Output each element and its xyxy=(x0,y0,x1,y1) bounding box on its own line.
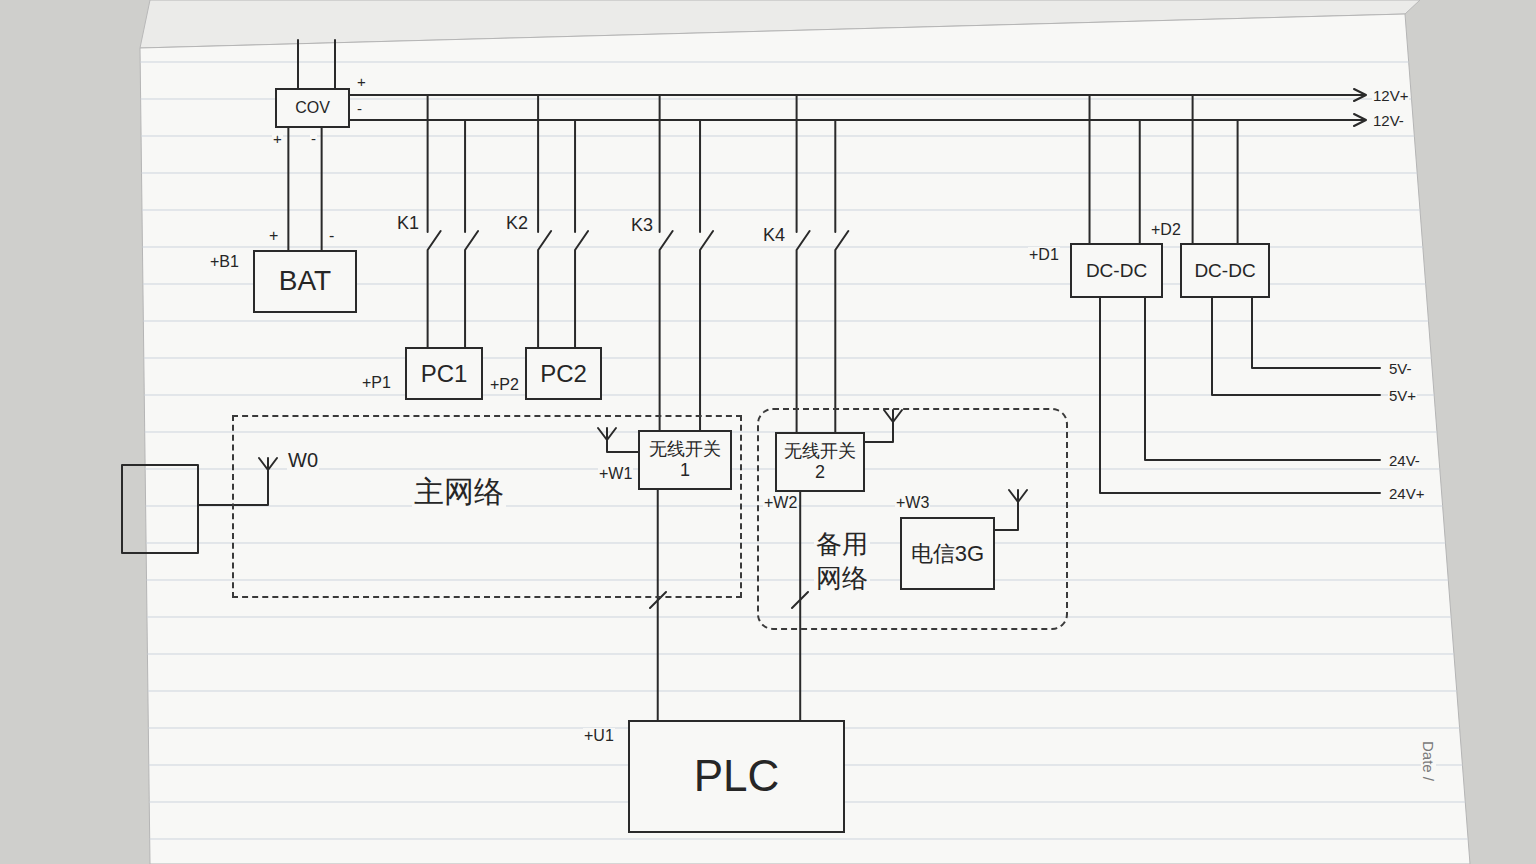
wire-connector xyxy=(350,95,1140,243)
bus-tick xyxy=(650,592,808,608)
box-label: 无线开关 2 xyxy=(782,441,858,482)
tag-label: +P2 xyxy=(489,377,520,393)
ruled-line xyxy=(130,321,1480,322)
ruled-line xyxy=(130,617,1480,618)
ink-drawing xyxy=(122,40,1380,608)
box-label: 电信3G xyxy=(911,541,984,566)
plc-box: +U1PLC xyxy=(628,720,845,833)
antenna-symbol xyxy=(198,458,277,505)
converter-box: COV xyxy=(275,88,350,128)
wire-label: - xyxy=(310,131,317,146)
box-label: PC2 xyxy=(540,360,587,388)
ruled-line xyxy=(130,173,1480,174)
wire-label: + xyxy=(356,74,367,89)
ruled-line xyxy=(130,506,1480,507)
box-label: DC-DC xyxy=(1194,260,1255,282)
wire-label: + xyxy=(268,228,279,244)
tag-label: +W2 xyxy=(763,495,798,511)
wire-connector xyxy=(799,492,801,720)
wireless-switch-box: +W1无线开关 1 xyxy=(638,430,732,490)
wire-label: K3 xyxy=(630,216,654,234)
ruled-line xyxy=(130,62,1480,63)
ruled-line xyxy=(130,543,1480,544)
antenna-symbol xyxy=(598,428,638,452)
converter-box: +D1DC-DC xyxy=(1070,243,1163,298)
wire-connector xyxy=(288,128,321,250)
wireless-switch-box: +W2无线开关 2 xyxy=(775,432,865,492)
wire-label: 12V- xyxy=(1372,113,1405,128)
device-box xyxy=(122,465,198,553)
box-label: DC-DC xyxy=(1086,260,1147,282)
wire-label: K4 xyxy=(762,226,786,244)
box-label: COV xyxy=(295,99,330,117)
wire-label: 12V+ xyxy=(1372,88,1409,103)
pc-box: +P1PC1 xyxy=(405,347,483,400)
battery-box: +B1BAT xyxy=(253,250,357,313)
wire-connector xyxy=(350,95,1238,243)
tag-label: +U1 xyxy=(583,728,615,744)
ruled-line xyxy=(130,136,1480,137)
box-label: 无线开关 1 xyxy=(647,439,723,480)
wire-label: - xyxy=(328,228,335,244)
ruled-line xyxy=(130,358,1480,359)
wire-label: - xyxy=(356,101,363,116)
ruled-lines xyxy=(130,62,1480,839)
ruled-line xyxy=(130,654,1480,655)
ruled-line xyxy=(130,580,1480,581)
bus-wire xyxy=(350,95,1364,120)
margin-note: Date / xyxy=(1421,740,1436,782)
paper-sheet xyxy=(140,14,1470,864)
output-wire xyxy=(1100,298,1380,493)
wire-connector xyxy=(350,95,588,347)
ruled-line xyxy=(130,839,1480,840)
wire-label: K1 xyxy=(396,214,420,232)
wire-label: 24V- xyxy=(1388,453,1421,468)
wire-connector xyxy=(350,95,478,347)
tag-label: +W1 xyxy=(598,466,633,482)
wire-label: K2 xyxy=(505,214,529,232)
wire-label: + xyxy=(272,131,283,146)
ruled-line xyxy=(130,691,1480,692)
wire-connector xyxy=(350,95,848,432)
input-wire xyxy=(298,40,335,88)
modem-box: +W3电信3G xyxy=(900,517,995,590)
wire-connector xyxy=(657,490,659,720)
wire-label: 24V+ xyxy=(1388,486,1425,501)
converter-box: +D2DC-DC xyxy=(1180,243,1270,298)
wire-label: 5V- xyxy=(1388,361,1413,376)
region-label: 主网络 xyxy=(412,475,506,510)
region-label: 备用网络 xyxy=(814,528,870,596)
box-label: BAT xyxy=(279,265,331,297)
wire-label: 5V+ xyxy=(1388,388,1417,403)
box-label: PLC xyxy=(694,751,780,802)
box-label: PC1 xyxy=(421,360,468,388)
network-region: 主网络+W1无线开关 1 xyxy=(232,415,742,598)
ruled-line xyxy=(130,210,1480,211)
pc-box: +P2PC2 xyxy=(525,347,602,400)
network-region: 备用网络+W2无线开关 2+W3电信3G xyxy=(757,408,1068,630)
antenna-symbol xyxy=(865,410,902,442)
tag-label: +B1 xyxy=(209,254,240,270)
ruled-line xyxy=(130,247,1480,248)
bus-arrow xyxy=(1354,89,1366,126)
tag-label: +W3 xyxy=(895,495,930,511)
tag-label: +D1 xyxy=(1028,247,1060,263)
antenna-symbol xyxy=(995,490,1027,530)
wire-connector xyxy=(350,95,713,430)
tag-label: +D2 xyxy=(1150,222,1182,238)
tag-label: +P1 xyxy=(361,375,392,391)
wire-label: W0 xyxy=(287,450,319,470)
